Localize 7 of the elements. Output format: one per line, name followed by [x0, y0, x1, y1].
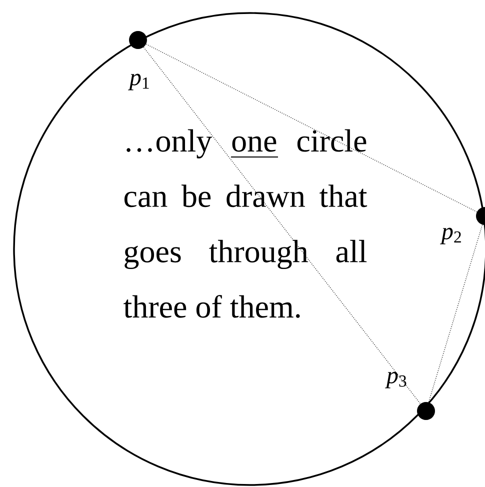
point-label: p$_{1}$	[128, 74, 149, 90]
connector-line	[143, 47, 421, 404]
connector-line	[146, 44, 478, 212]
connector-line	[428, 224, 483, 402]
point-label: p$_{2}$	[440, 228, 461, 244]
statement-text: …only one circle can be drawn that goes through all three of them.	[124, 129, 368, 318]
point-label: p$_{3}$	[385, 372, 406, 388]
